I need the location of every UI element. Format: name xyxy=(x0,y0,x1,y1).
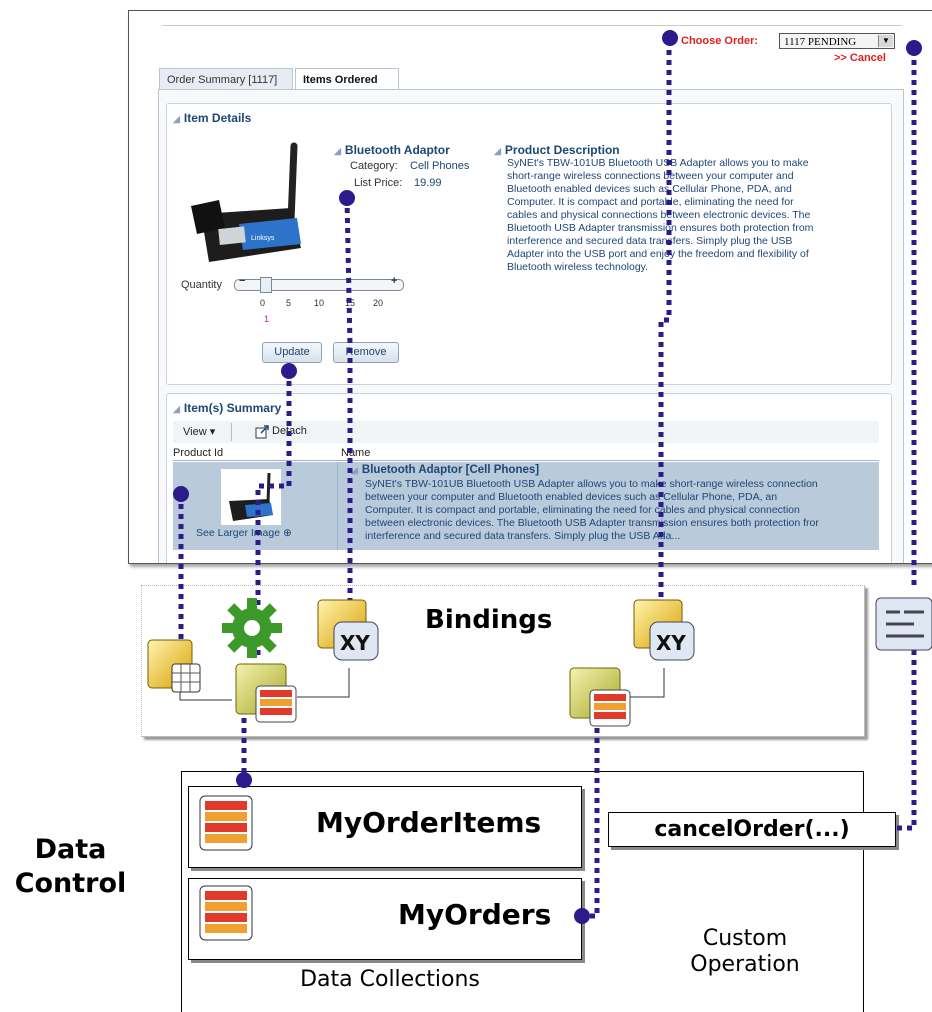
product-image: Linksys xyxy=(191,142,301,262)
plus-icon[interactable]: + xyxy=(391,275,398,287)
detach-icon[interactable] xyxy=(255,425,269,439)
data-collection-icon xyxy=(199,885,253,941)
collapse-triangle-icon[interactable]: ◢ xyxy=(173,404,180,414)
remove-button[interactable]: Remove xyxy=(333,342,399,363)
toolbar-separator xyxy=(231,423,232,441)
items-summary-header[interactable]: ◢Item(s) Summary xyxy=(173,401,282,415)
category-value: Cell Phones xyxy=(410,160,470,172)
collapse-triangle-icon[interactable]: ◢ xyxy=(173,114,180,124)
zoom-icon: ⊕ xyxy=(280,527,292,539)
custom-operation-cancelorder: cancelOrder(...) xyxy=(608,812,896,847)
cancel-link[interactable]: >> Cancel xyxy=(834,52,886,64)
view-menu[interactable]: View ▾ xyxy=(183,426,216,438)
app-screenshot: Choose Order: 1117 PENDING ▼ >> Cancel Or… xyxy=(128,10,932,564)
gear-icon xyxy=(222,598,282,658)
table-toolbar xyxy=(173,421,879,443)
minus-icon[interactable]: − xyxy=(239,275,246,287)
tree-binding-icon xyxy=(147,639,201,693)
collection-label-myorderitems: MyOrderItems xyxy=(316,806,542,839)
product-name: ◢Bluetooth Adaptor xyxy=(334,143,450,157)
divider xyxy=(162,25,902,26)
tick-label: 10 xyxy=(314,298,325,308)
quantity-label: Quantity xyxy=(181,279,222,291)
svg-text:XY: XY xyxy=(656,631,686,655)
connector-dots xyxy=(173,30,922,924)
tick-label: 5 xyxy=(286,298,292,308)
choose-order-value: 1117 PENDING xyxy=(784,36,857,48)
product-description-header: ◢Product Description xyxy=(494,143,620,157)
product-description: SyNEt's TBW-101UB Bluetooth USB Adapter … xyxy=(507,157,814,273)
chevron-down-icon[interactable]: ▼ xyxy=(878,35,893,47)
quantity-value: 1 xyxy=(264,314,270,324)
row-title: ◢Bluetooth Adaptor [Cell Phones] xyxy=(351,464,540,476)
attribute-binding-icon: XY xyxy=(633,599,695,661)
connector-lines xyxy=(178,40,917,919)
divider xyxy=(337,462,338,550)
svg-text:Linksys: Linksys xyxy=(251,235,275,242)
iterator-binding-icon xyxy=(569,667,631,727)
iterator-binding-icon xyxy=(235,663,297,723)
tab-order-summary[interactable]: Order Summary [1117] xyxy=(159,68,293,90)
row-thumbnail[interactable] xyxy=(221,469,281,525)
item-details-header[interactable]: ◢Item Details xyxy=(173,111,252,125)
tick-label: 20 xyxy=(373,298,384,308)
column-header-product-id[interactable]: Product Id xyxy=(173,447,224,459)
attribute-binding-icon: XY xyxy=(317,599,379,661)
bindings-title: Bindings xyxy=(425,605,553,635)
choose-order-select[interactable]: 1117 PENDING ▼ xyxy=(779,33,895,49)
update-button[interactable]: Update xyxy=(262,342,322,363)
tick-label: 0 xyxy=(260,298,266,308)
list-price-value: 19.99 xyxy=(414,177,442,189)
choose-order-label: Choose Order: xyxy=(681,35,759,47)
svg-text:XY: XY xyxy=(340,631,370,655)
method-binding-icon xyxy=(875,597,932,651)
item-details-box xyxy=(166,103,892,385)
quantity-slider[interactable] xyxy=(234,279,404,291)
tab-items-ordered[interactable]: Items Ordered xyxy=(295,68,399,90)
divider xyxy=(173,460,879,461)
row-description: SyNEt's TBW-101UB Bluetooth USB Adapter … xyxy=(365,478,819,542)
category-label: Category: xyxy=(350,160,398,172)
list-price-label: List Price: xyxy=(354,177,403,189)
collection-label-myorders: MyOrders xyxy=(398,898,552,931)
data-collection-icon xyxy=(199,795,253,851)
collection-myorders xyxy=(188,878,582,960)
slider-thumb[interactable] xyxy=(260,277,272,293)
tick-label: 15 xyxy=(345,298,356,308)
collection-myorderitems xyxy=(188,786,582,868)
data-collections-caption: Data Collections xyxy=(300,967,480,992)
table-row[interactable] xyxy=(173,462,879,550)
